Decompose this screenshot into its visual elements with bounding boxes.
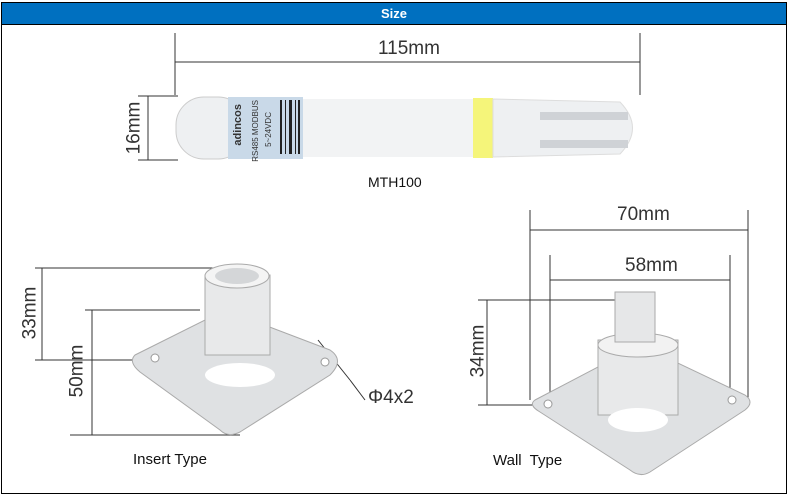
sensor-length-label: 115mm <box>378 38 440 59</box>
wall-width-inner-label: 58mm <box>625 255 678 276</box>
sensor-image <box>175 96 633 160</box>
wall-height-label: 34mm <box>467 324 489 378</box>
section-header: Size <box>1 2 787 25</box>
insert-bracket-image <box>131 263 338 436</box>
wall-width-outer-label: 70mm <box>617 204 670 225</box>
insert-height-total-label: 50mm <box>66 344 88 398</box>
sensor-brand-logo: adincos <box>232 104 244 146</box>
wall-type-caption: Wall Type <box>493 452 563 469</box>
sensor-dimension-lines <box>138 33 641 161</box>
sensor-label-line-2: 5~24VDC <box>264 112 273 147</box>
sensor-diameter-label: 16mm <box>123 101 145 155</box>
sensor-label-line-1: RS485 MODBUS <box>251 100 260 162</box>
insert-height-top-label: 33mm <box>19 286 41 340</box>
wall-bracket-image <box>531 291 751 476</box>
insert-holes-label: Φ4x2 <box>368 387 414 408</box>
insert-type-caption: Insert Type <box>133 451 207 468</box>
sensor-model-caption: MTH100 <box>368 174 422 190</box>
